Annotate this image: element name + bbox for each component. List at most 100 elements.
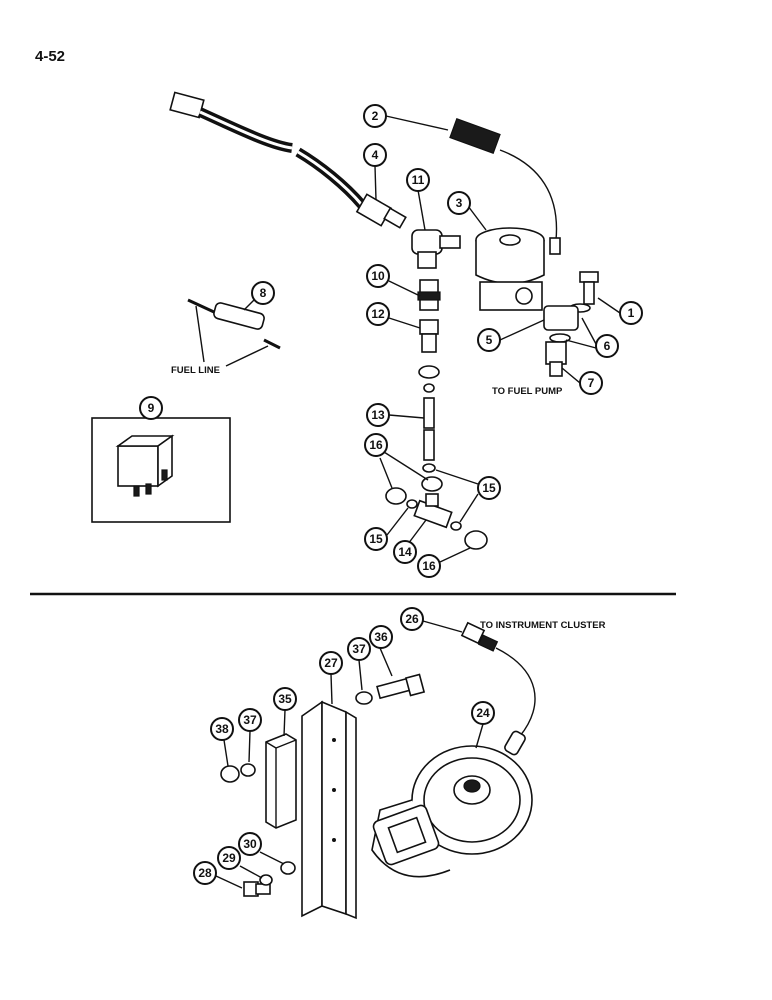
page-number: 4-52 — [35, 48, 66, 65]
pump-fitting — [545, 341, 567, 377]
adapter-fitting — [543, 305, 579, 331]
leader-35 — [283, 709, 286, 737]
leader-26 — [422, 620, 463, 633]
nut-38 — [220, 765, 240, 783]
callout-5: 5 — [477, 328, 501, 352]
leader-38 — [223, 739, 229, 767]
svg-text:37: 37 — [352, 642, 366, 656]
electrical-connector — [449, 117, 561, 255]
flat-washer-30 — [280, 861, 296, 875]
svg-text:6: 6 — [604, 339, 611, 353]
svg-text:1: 1 — [628, 306, 635, 320]
svg-text:9: 9 — [148, 401, 155, 415]
callout-8: 8 — [251, 281, 275, 305]
svg-text:8: 8 — [260, 286, 267, 300]
svg-text:16: 16 — [422, 559, 436, 573]
to-fuel-pump-label: TO FUEL PUMP — [492, 386, 563, 397]
callout-11: 11 — [406, 168, 430, 192]
leader-12 — [388, 317, 421, 329]
fuel-line-label: FUEL LINE — [171, 365, 220, 376]
leader-15b — [435, 469, 479, 485]
leader-29 — [239, 865, 263, 879]
callout-29: 29 — [217, 846, 241, 870]
callout-14: 14 — [393, 540, 417, 564]
callout-26: 26 — [400, 607, 424, 631]
mounting-bracket — [301, 700, 357, 920]
leader-4 — [374, 165, 377, 201]
callout-9: 9 — [139, 396, 163, 420]
callout-1: 1 — [619, 301, 643, 325]
fitting-stack — [417, 279, 443, 492]
fuel-hose-assembly — [169, 91, 407, 229]
leader-6b — [565, 339, 597, 349]
spacer-block — [265, 733, 297, 829]
callout-37-upper: 37 — [347, 637, 371, 661]
leader-3 — [467, 205, 487, 231]
leader-5 — [499, 319, 545, 341]
svg-text:27: 27 — [324, 656, 338, 670]
leader-37b — [248, 730, 251, 763]
svg-text:2: 2 — [372, 109, 379, 123]
leader-15b2 — [459, 493, 479, 523]
callout-28: 28 — [193, 861, 217, 885]
svg-text:16: 16 — [369, 438, 383, 452]
leader-27 — [330, 673, 333, 705]
callout-30: 30 — [238, 832, 262, 856]
leader-15a — [386, 507, 409, 536]
leader-2 — [385, 115, 449, 131]
callout-35: 35 — [273, 687, 297, 711]
svg-text:37: 37 — [243, 713, 257, 727]
callout-13: 13 — [366, 403, 390, 427]
svg-text:15: 15 — [482, 481, 496, 495]
leader-16b — [439, 547, 471, 563]
fuel-sensor — [475, 227, 545, 311]
elbow-fitting — [411, 229, 461, 269]
callout-16-lower: 16 — [417, 554, 441, 578]
lock-washer-29 — [259, 874, 273, 886]
svg-text:13: 13 — [371, 408, 385, 422]
svg-text:35: 35 — [278, 692, 292, 706]
leader-30 — [259, 851, 285, 865]
leader-16a1 — [379, 457, 393, 489]
leader-11 — [417, 189, 426, 231]
relay-box — [91, 417, 231, 523]
svg-text:15: 15 — [369, 532, 383, 546]
mounting-bolt — [376, 673, 426, 700]
tee-fitting — [385, 487, 488, 550]
svg-text:11: 11 — [412, 173, 425, 187]
callout-4: 4 — [363, 143, 387, 167]
washer-37-lower — [240, 763, 256, 777]
leader-13 — [388, 414, 425, 419]
fuel-line-connector — [187, 298, 281, 350]
drive-unit — [371, 745, 533, 878]
svg-text:36: 36 — [374, 630, 388, 644]
callout-2: 2 — [363, 104, 387, 128]
leader-28 — [215, 875, 243, 889]
svg-text:10: 10 — [371, 269, 385, 283]
svg-text:4: 4 — [372, 148, 379, 162]
svg-text:12: 12 — [371, 307, 385, 321]
leader-37a — [358, 659, 363, 691]
callout-15-right: 15 — [477, 476, 501, 500]
callout-12: 12 — [366, 302, 390, 326]
callout-3: 3 — [447, 191, 471, 215]
svg-text:14: 14 — [398, 545, 412, 559]
svg-text:7: 7 — [588, 376, 595, 390]
to-instrument-cluster-label: TO INSTRUMENT CLUSTER — [480, 620, 606, 631]
svg-text:29: 29 — [222, 851, 236, 865]
leader-6a — [581, 317, 597, 345]
callout-16-upper: 16 — [364, 433, 388, 457]
svg-text:26: 26 — [405, 612, 419, 626]
svg-text:5: 5 — [486, 333, 493, 347]
leader-1 — [597, 297, 621, 314]
banjo-bolt — [579, 271, 599, 305]
leader-10 — [388, 280, 421, 297]
callout-24: 24 — [471, 701, 495, 725]
callout-10: 10 — [366, 264, 390, 288]
svg-text:3: 3 — [456, 196, 463, 210]
callout-27: 27 — [319, 651, 343, 675]
leader-36 — [379, 647, 393, 677]
callout-37-lower: 37 — [238, 708, 262, 732]
callout-38: 38 — [210, 717, 234, 741]
